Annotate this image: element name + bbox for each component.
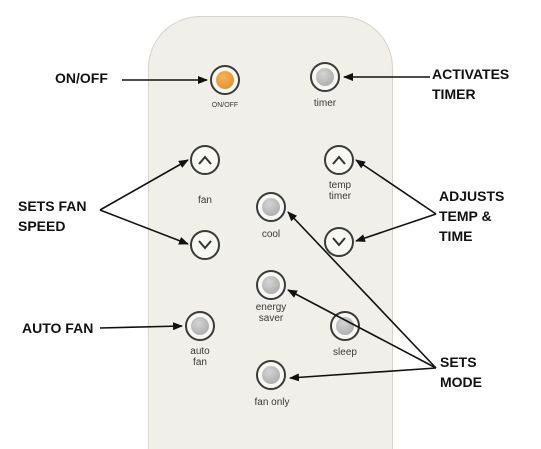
fan-down-button[interactable] [190, 230, 220, 260]
cool-button[interactable] [256, 192, 286, 222]
temp-down-button[interactable] [324, 227, 354, 257]
arrow-mode-fan-only [289, 367, 437, 382]
chevron-up-icon [332, 155, 346, 165]
arrow-temp-down [355, 213, 437, 242]
arrow-mode-energy [287, 289, 437, 369]
callout-sets-fan-speed: SETS FAN SPEED [18, 198, 87, 234]
chevron-down-icon [198, 240, 212, 250]
timer-button[interactable] [310, 62, 340, 92]
cool-button-label: cool [261, 229, 281, 240]
sleep-button-label: sleep [333, 347, 357, 358]
fan-only-button[interactable] [256, 360, 286, 390]
fan-button-label: fan [198, 195, 212, 206]
callout-adjusts-temp-time: ADJUSTS TEMP & TIME [439, 188, 505, 244]
callout-arrows [99, 73, 437, 382]
callout-auto-fan: AUTO FAN [22, 320, 94, 336]
fan-only-button-label: fan only [254, 397, 290, 408]
timer-button-label: timer [313, 98, 337, 109]
power-button-label: ON/OFF [211, 102, 239, 109]
energy-saver-button[interactable] [256, 270, 286, 300]
chevron-down-icon [332, 237, 346, 247]
energy-saver-button-label: energy saver [255, 302, 287, 324]
callout-on-off: ON/OFF [55, 70, 108, 86]
power-led-icon [216, 71, 234, 89]
auto-fan-button[interactable] [185, 311, 215, 341]
arrow-fan-down [99, 209, 189, 245]
fan-up-button[interactable] [190, 145, 220, 175]
temp-up-button[interactable] [324, 145, 354, 175]
arrow-mode-cool [287, 211, 437, 369]
auto-fan-button-label: auto fan [190, 346, 210, 368]
callout-sets-mode: SETS MODE [440, 354, 482, 390]
callout-activates-timer: ACTIVATES TIMER [432, 66, 510, 102]
chevron-up-icon [198, 155, 212, 165]
arrow-temp-up [355, 159, 437, 215]
arrow-fan-up [99, 159, 189, 211]
arrow-auto-fan [99, 322, 183, 331]
temp-timer-button-label: temp timer [328, 180, 352, 202]
power-button[interactable] [210, 65, 240, 95]
